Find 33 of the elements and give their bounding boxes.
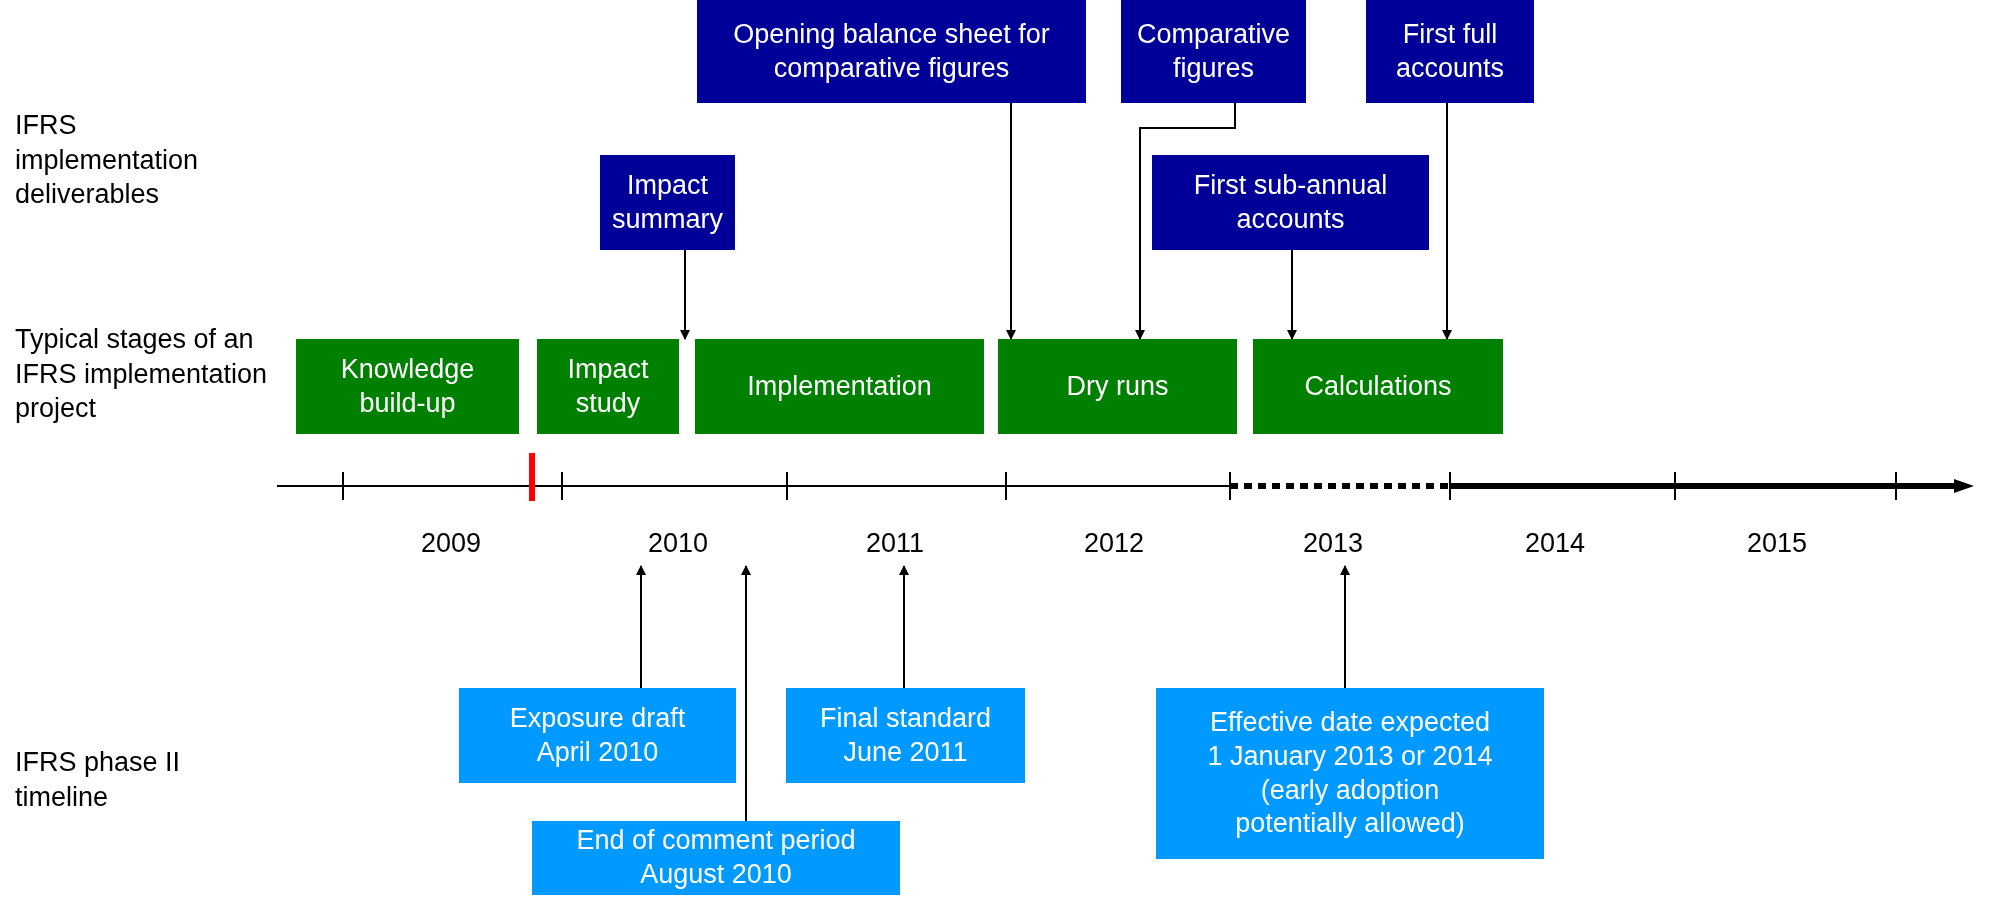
milestone-box: Exposure draft April 2010 [459,688,736,783]
stage-box: Dry runs [998,339,1237,434]
deliverable-box: Comparative figures [1121,0,1306,103]
row-label: IFRS phase II timeline [15,746,182,814]
arrow [899,565,909,689]
year-label: 2012 [1054,522,1174,566]
year-label: 2013 [1273,522,1393,566]
row-label: Typical stages of an IFRS implementation project [15,323,269,426]
milestone-box: Final standard June 2011 [786,688,1025,783]
row-label: IFRS implementation deliverables [15,109,200,212]
arrow [741,565,751,822]
arrow [636,565,646,689]
arrow [1006,102,1016,340]
arrow [1340,565,1350,689]
arrow [680,249,690,340]
milestone-box: End of comment period August 2010 [532,821,900,895]
deliverable-box: Opening balance sheet for comparative figures [697,0,1086,103]
milestone-box: Effective date expected 1 January 2013 or 2014 (early adoption potentially allowed) [1156,688,1544,859]
year-label: 2015 [1717,522,1837,566]
arrow [1135,102,1236,340]
stage-box: Knowledge build-up [296,339,519,434]
deliverable-box: First full accounts [1366,0,1534,103]
year-label: 2010 [603,522,753,566]
deliverable-box: First sub-annual accounts [1152,155,1429,250]
stage-box: Calculations [1253,339,1503,434]
arrow [1287,249,1297,340]
stage-box: Implementation [695,339,984,434]
year-label: 2009 [391,522,511,566]
year-label: 2011 [835,522,955,566]
arrow [1442,102,1452,340]
year-label: 2014 [1495,522,1615,566]
stage-box: Impact study [537,339,679,434]
deliverable-box: Impact summary [600,155,735,250]
